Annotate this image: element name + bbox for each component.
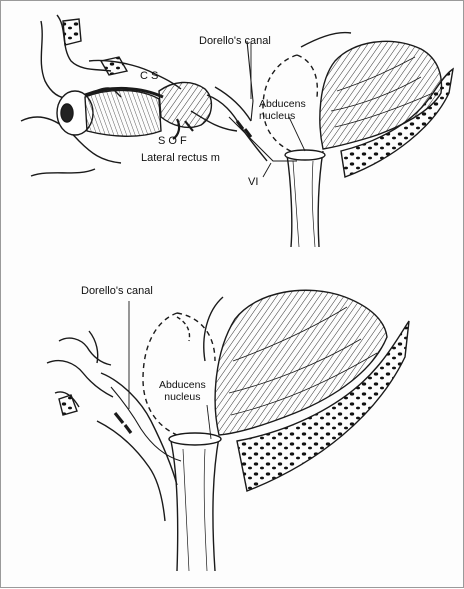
sinus [63,19,81,45]
bone-fragment [59,395,77,415]
label-sof: S O F [158,136,187,147]
label-vi: VI [248,177,258,188]
label-lateral-rectus: Lateral rectus m [141,153,220,164]
cavernous-sinus [159,82,211,127]
brainstem [287,151,323,247]
label-dorellos-canal-bottom: Dorello's canal [81,286,153,297]
label-dorellos-canal-top: Dorello's canal [199,36,271,47]
label-abducens-nucleus-bottom: Abducens nucleus [159,379,206,403]
cerebellum [320,41,442,149]
top-panel [21,15,453,247]
bottom-panel [47,290,409,571]
brainstem-bottom [171,437,219,571]
label-cs: C S [140,71,158,82]
lateral-rectus-muscle [85,90,161,136]
pons-outline-bottom [143,313,189,441]
label-abducens-nucleus-top: Abducens nucleus [259,98,306,122]
